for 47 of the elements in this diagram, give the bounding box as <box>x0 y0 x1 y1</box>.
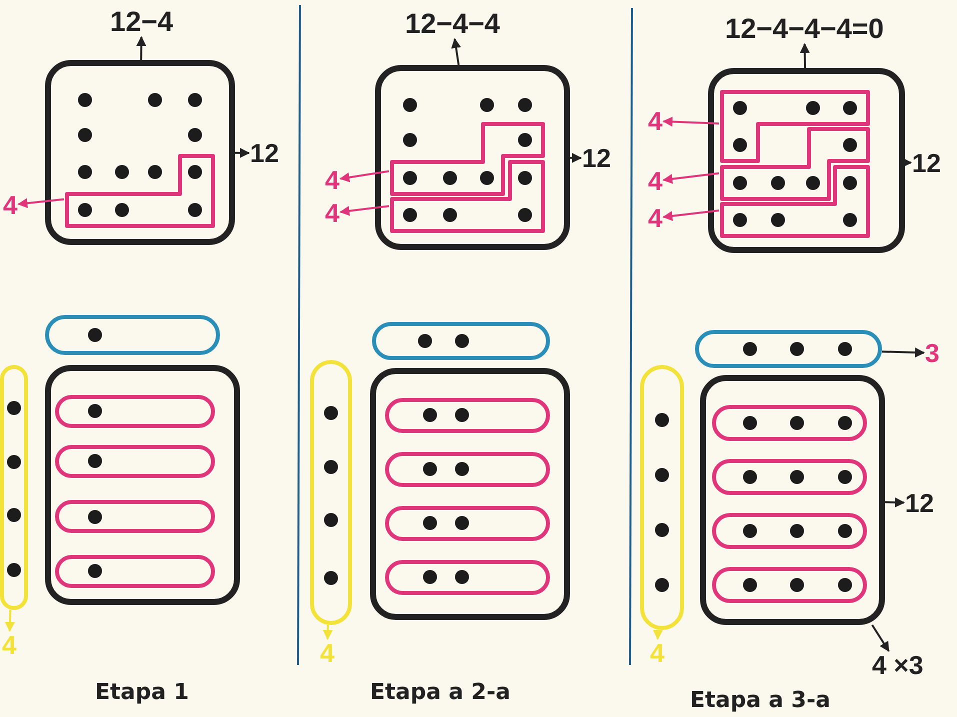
counting-frame <box>45 365 240 605</box>
counting-frame <box>375 65 570 250</box>
arrow <box>800 43 810 68</box>
number-label: 4 <box>648 168 662 194</box>
equation: 12−4−4−4=0 <box>725 15 884 43</box>
group-loop <box>55 395 215 428</box>
number-label: 4 <box>325 200 340 226</box>
number-label: 12 <box>905 490 934 516</box>
arrow <box>652 630 663 640</box>
group-loop <box>55 500 215 533</box>
number-label: 4 <box>320 640 334 666</box>
arrow <box>322 624 333 640</box>
equation: 4 ×3 <box>872 652 924 678</box>
number-label: 12 <box>250 140 279 166</box>
number-label: 4 <box>325 167 340 193</box>
group-loop <box>55 555 215 588</box>
arrow <box>451 38 462 66</box>
number-label: 3 <box>925 340 940 366</box>
group-loop <box>719 89 871 164</box>
arrow <box>136 36 146 60</box>
equation: 12−4 <box>110 8 174 36</box>
number-label: 4 <box>2 632 16 658</box>
arrow <box>662 116 720 127</box>
group-loop <box>719 126 871 202</box>
group-loop <box>55 445 215 478</box>
arrow <box>4 610 15 632</box>
group-loop <box>389 121 546 197</box>
number-label: 12 <box>912 150 941 176</box>
number-label: 4 <box>648 108 662 134</box>
counting-frame <box>708 68 905 253</box>
counting-frame <box>45 60 235 245</box>
group-loop <box>719 164 871 239</box>
stage-caption: Etapa a 3-a <box>690 688 830 713</box>
stage-caption: Etapa 1 <box>95 680 189 705</box>
arrow <box>235 148 250 158</box>
arrow <box>884 497 905 508</box>
group-loop <box>64 153 216 229</box>
number-label: 4 <box>3 192 18 218</box>
arrow <box>882 348 925 358</box>
arrow <box>871 624 890 652</box>
equation: 12−4−4 <box>405 10 500 38</box>
number-label: 12 <box>582 145 611 171</box>
arrow <box>570 152 582 163</box>
number-label: 4 <box>648 205 662 231</box>
group-loop <box>389 159 546 234</box>
number-label: 4 <box>650 640 664 666</box>
stage-caption: Etapa a 2-a <box>370 680 510 705</box>
